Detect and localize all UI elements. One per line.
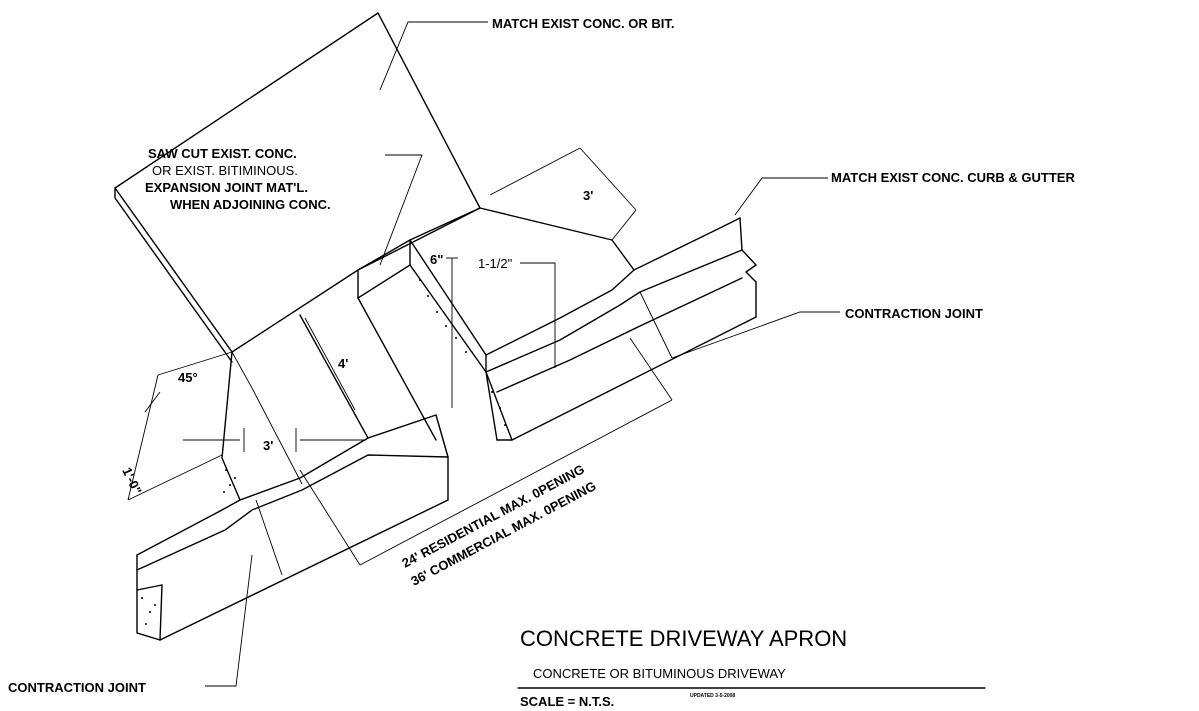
concrete-texture: [141, 279, 506, 625]
curb-gutter-left: [136, 414, 449, 641]
dim-opening-residential: 24' RESIDENTIAL MAX. 0PENING: [399, 461, 587, 570]
drawing-title: CONCRETE DRIVEWAY APRON: [520, 626, 847, 651]
callout-match-exist-conc-bit: MATCH EXIST CONC. OR BIT.: [492, 16, 674, 31]
dim-six-inch: 6": [430, 252, 443, 267]
callout-saw-cut-line4: WHEN ADJOINING CONC.: [170, 197, 331, 212]
callout-contraction-joint-left: CONTRACTION JOINT: [8, 680, 146, 695]
dimension-lines: [127, 147, 673, 566]
curb-gutter-right: [485, 217, 757, 441]
existing-driveway-slab: [114, 12, 481, 363]
callout-contraction-joint-right: CONTRACTION JOINT: [845, 306, 983, 321]
callout-match-curb-gutter: MATCH EXIST CONC. CURB & GUTTER: [831, 170, 1075, 185]
callout-saw-cut-line2: OR EXIST. BITIMINOUS.: [152, 163, 298, 178]
drawing-subtitle: CONCRETE OR BITUMINOUS DRIVEWAY: [533, 666, 786, 681]
dim-one-half-inch: 1-1/2": [478, 256, 513, 271]
apron-section-block: [409, 207, 513, 441]
callout-saw-cut-line1: SAW CUT EXIST. CONC.: [148, 146, 297, 161]
dim-angle: 45°: [178, 370, 198, 385]
callout-saw-cut-line3: EXPANSION JOINT MAT'L.: [145, 180, 308, 195]
drawing-scale: SCALE = N.T.S.: [520, 694, 614, 709]
dim-taper-top: 3': [583, 188, 593, 203]
title-block: CONCRETE DRIVEWAY APRON CONCRETE OR BITU…: [517, 626, 986, 709]
dim-four-ft: 4': [338, 356, 348, 371]
dim-one-ft: 1'-0": [119, 465, 144, 497]
dim-opening-commercial: 36' COMMERCIAL MAX. 0PENING: [408, 478, 598, 589]
dim-three-ft-left: 3': [263, 438, 273, 453]
leader-lines: [205, 21, 840, 687]
drawing-updated: UPDATED 3-5-2008: [690, 693, 735, 699]
